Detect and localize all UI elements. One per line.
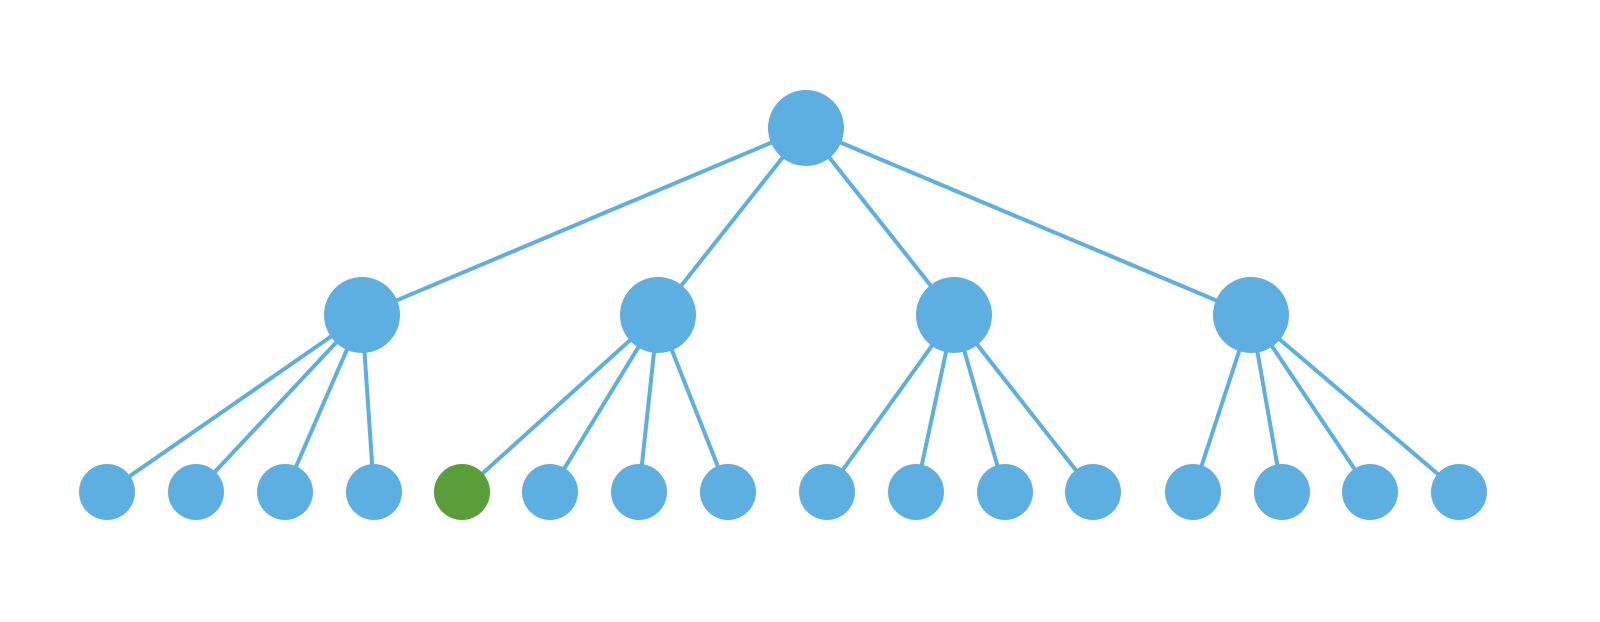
- tree-node-c1: [799, 464, 855, 520]
- edge-d-d4: [1249, 313, 1461, 494]
- tree-node-a1: [79, 464, 135, 520]
- edge-root-d: [805, 126, 1252, 317]
- edge-b-b1: [460, 313, 660, 494]
- tree-node-d2: [1254, 464, 1310, 520]
- edge-root-a: [361, 126, 807, 317]
- tree-node-d: [1213, 277, 1289, 353]
- tree-node-highlighted-b1: [434, 464, 490, 520]
- tree-node-c: [916, 277, 992, 353]
- tree-node-a: [324, 277, 400, 353]
- tree-node-root: [768, 90, 844, 166]
- tree-node-d3: [1342, 464, 1398, 520]
- tree-node-d1: [1165, 464, 1221, 520]
- tree-node-a4: [346, 464, 402, 520]
- tree-node-d4: [1431, 464, 1487, 520]
- tree-node-b: [620, 277, 696, 353]
- edge-a-a1: [105, 313, 364, 494]
- edge-root-b: [656, 126, 808, 317]
- tree-node-b3: [611, 464, 667, 520]
- tree-node-c2: [888, 464, 944, 520]
- tree-node-c4: [1065, 464, 1121, 520]
- tree-node-b4: [700, 464, 756, 520]
- tree-node-c3: [977, 464, 1033, 520]
- edge-root-c: [804, 126, 956, 317]
- edge-a-a2: [194, 313, 364, 494]
- tree-node-a2: [168, 464, 224, 520]
- tree-node-b2: [522, 464, 578, 520]
- nodes: [79, 90, 1487, 520]
- tree-node-a3: [257, 464, 313, 520]
